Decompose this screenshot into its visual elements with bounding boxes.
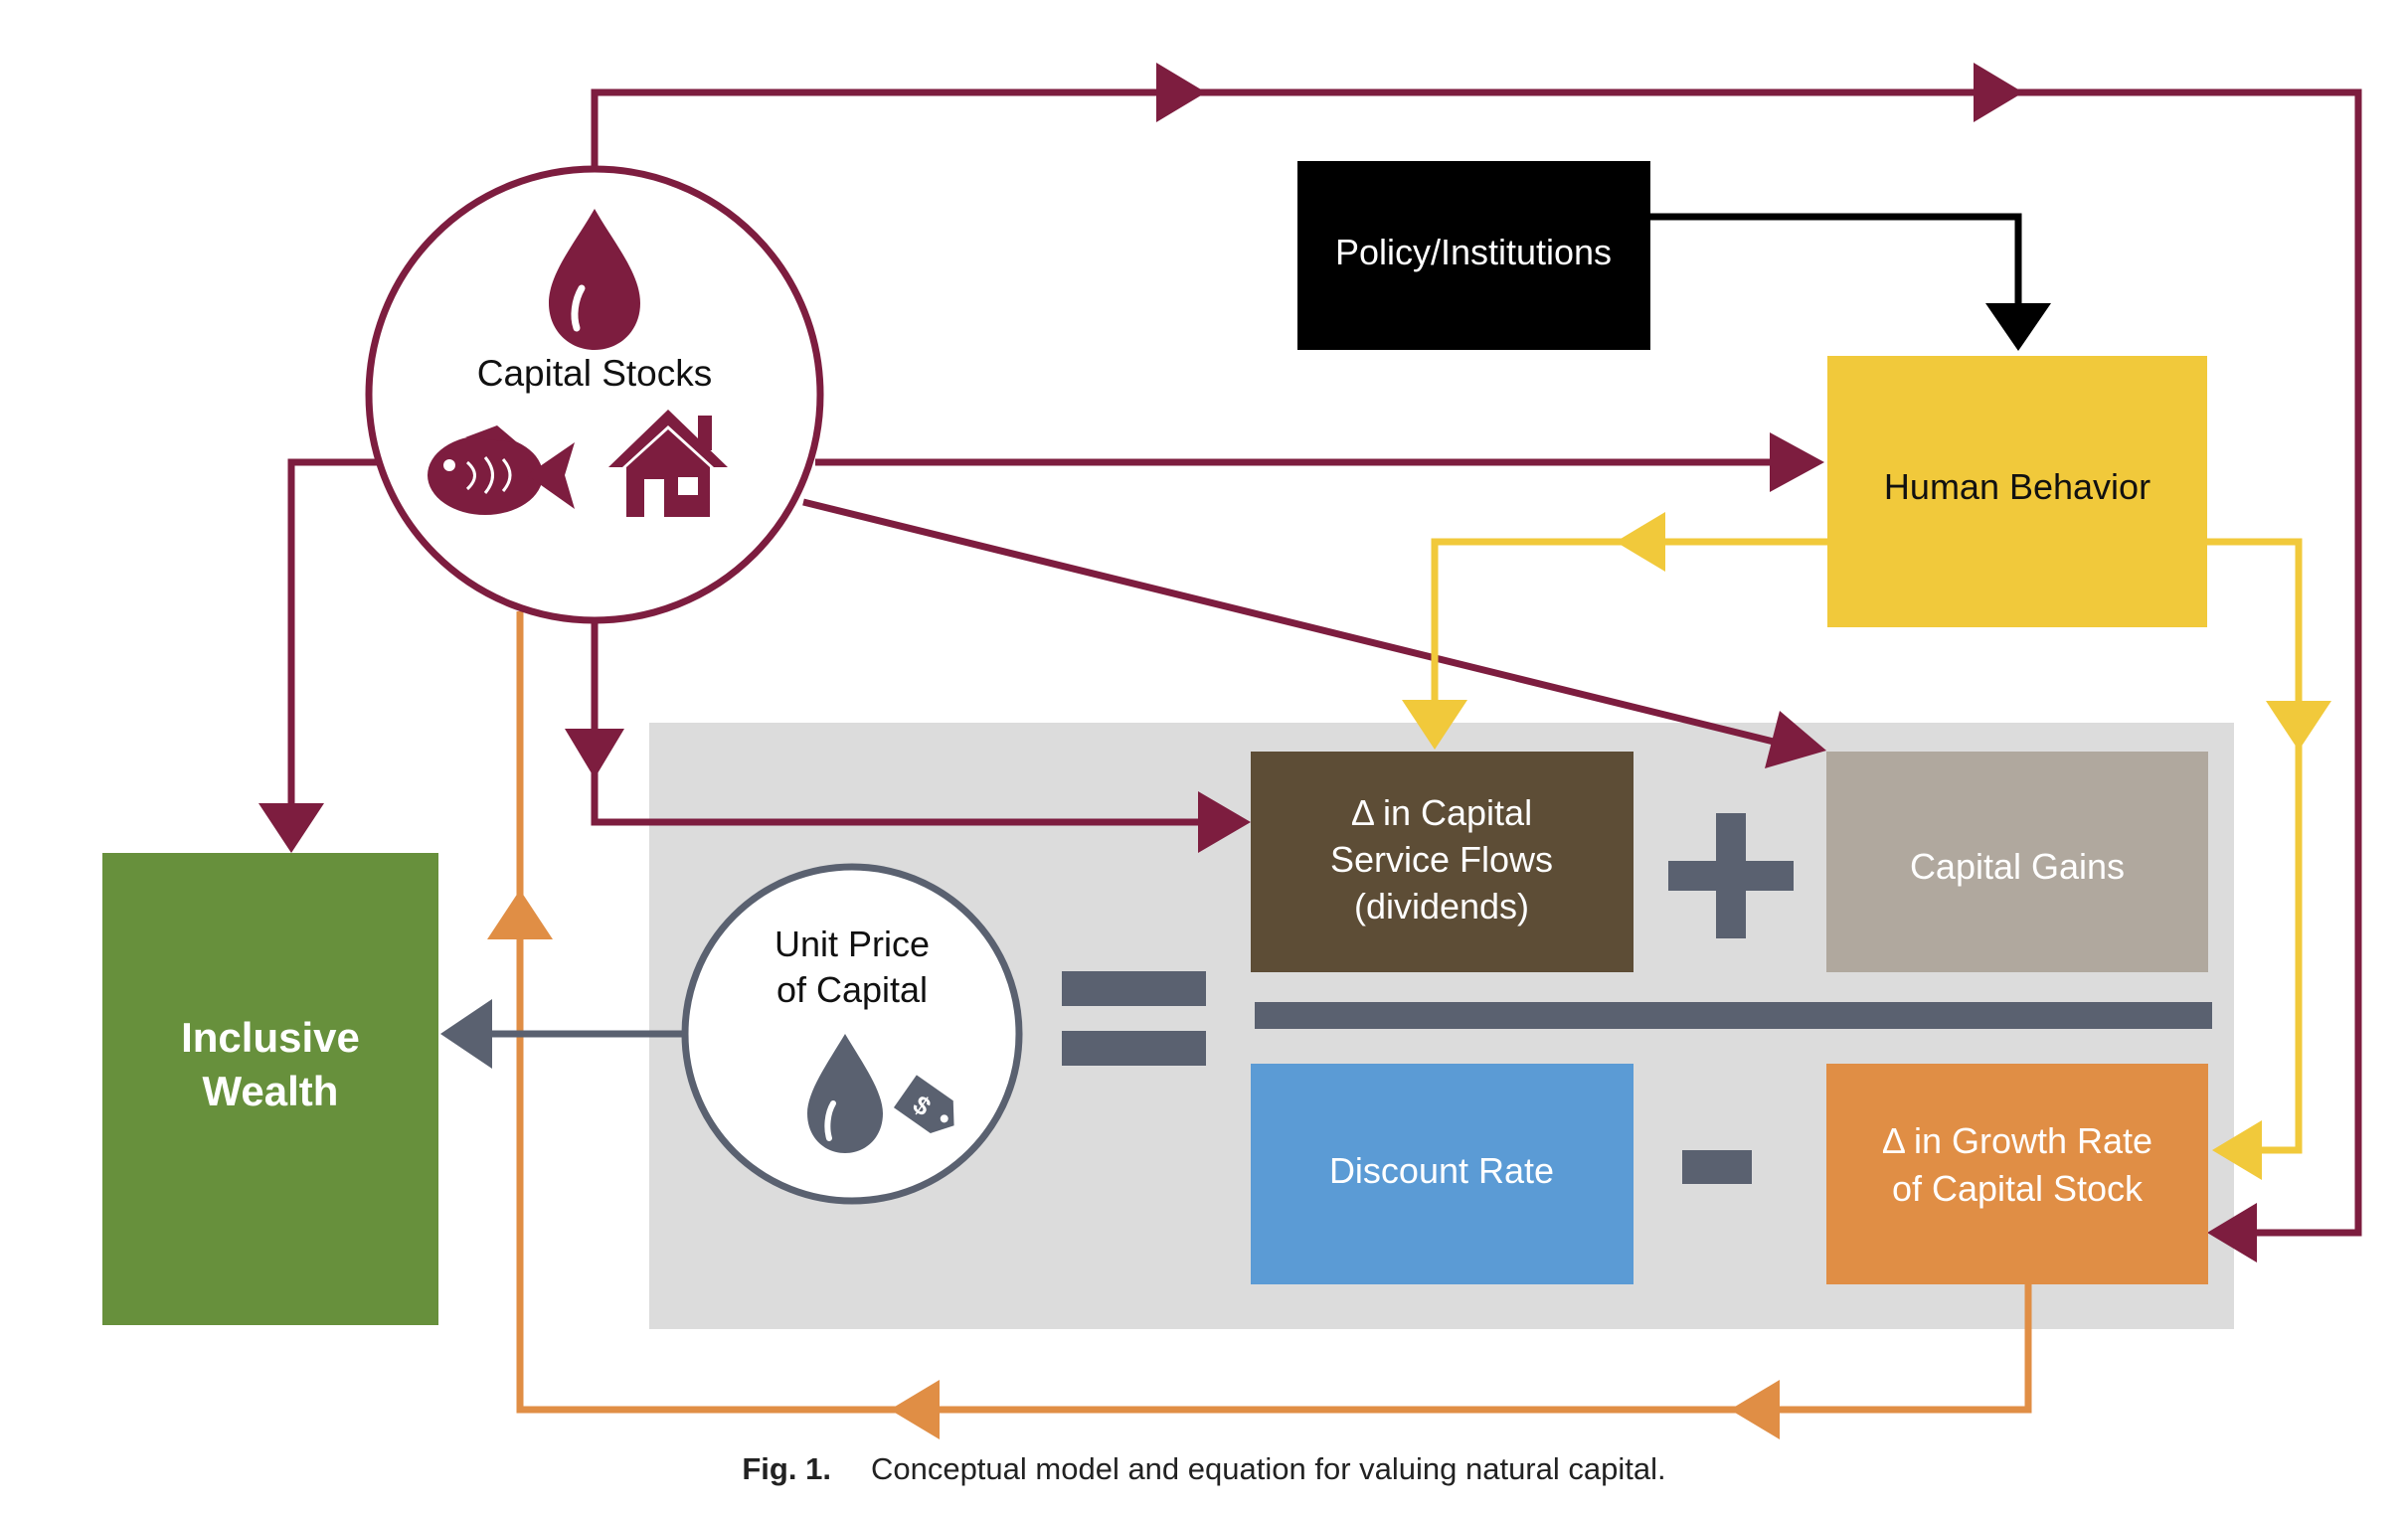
service-flows-line-2: Service Flows: [1330, 839, 1553, 880]
arrowhead-into-human-behavior: [1770, 432, 1824, 492]
drop-highlight: [824, 1100, 836, 1141]
growth-rate-line-1: Δ in Growth Rate: [1882, 1120, 2152, 1161]
service-flows-line-3: (dividends): [1354, 886, 1529, 926]
arrowhead-orange-2: [890, 1380, 940, 1439]
inclusive-wealth-line-2: Wealth: [203, 1068, 339, 1114]
drop-highlight: [571, 284, 586, 332]
arrow-policy-to-behavior: [1650, 213, 2022, 313]
fraction-bar: [1255, 1002, 2212, 1029]
discount-rate-box: [1251, 1064, 1634, 1284]
arrowhead-down-panel: [565, 729, 624, 778]
yellow-connectors: [1431, 538, 2303, 1154]
orange-arrowheads: [487, 890, 1780, 1439]
capital-stocks-node: Capital Stocks: [365, 165, 824, 624]
arrowhead-orange-1: [1730, 1380, 1780, 1439]
price-tag-icon: $: [893, 1075, 954, 1133]
arrow-to-capital-gains: [802, 498, 1791, 750]
maroon-arrowheads: [258, 63, 2257, 1262]
arrow-to-inclusive-wealth: [287, 458, 378, 810]
unit-price-node: Unit Price of Capital $: [681, 863, 1023, 1205]
arrowhead-into-growth-rate: [2207, 1203, 2257, 1262]
arrow-behavior-to-growth-rate: [2207, 538, 2303, 1154]
growth-rate-line-2: of Capital Stock: [1892, 1168, 2144, 1209]
policy-label: Policy/Institutions: [1335, 232, 1612, 272]
discount-rate-label: Discount Rate: [1329, 1150, 1554, 1191]
equals-operator: [1062, 971, 1206, 1066]
capital-stocks-label: Capital Stocks: [477, 353, 713, 394]
policy-box: [1297, 161, 1650, 350]
arrow-growth-rate-loop: [516, 611, 2032, 1414]
arrowhead-top-1: [1156, 63, 1206, 122]
yellow-arrowheads: [1402, 512, 2331, 1180]
human-behavior-label: Human Behavior: [1884, 466, 2150, 507]
capital-gains-box: [1826, 752, 2208, 972]
figure-caption: Fig. 1. Conceptual model and equation for…: [0, 1451, 2408, 1501]
arrow-to-service-flows: [591, 621, 1203, 826]
unit-price-line-1: Unit Price: [774, 924, 930, 964]
inclusive-wealth-line-1: Inclusive: [181, 1014, 360, 1061]
capital-gains-label: Capital Gains: [1910, 846, 2125, 887]
arrowhead-yellow-into-service-flows: [1402, 700, 1467, 750]
human-behavior-box: [1827, 356, 2207, 627]
growth-rate-box: [1826, 1064, 2208, 1284]
arrowhead-orange-up: [487, 890, 553, 939]
arrowhead-price-to-wealth: [440, 999, 492, 1069]
arrowhead-into-inclusive-wealth: [258, 803, 324, 853]
fish-icon: [428, 425, 575, 515]
arrowhead-yellow-into-growth-rate: [2212, 1120, 2262, 1180]
minus-operator: [1682, 1150, 1752, 1184]
caption-fig-number: Fig. 1.: [742, 1451, 831, 1486]
service-flows-line-1: Δ in Capital: [1351, 792, 1532, 833]
arrowhead-into-service-flows: [1198, 791, 1251, 853]
arrowhead-policy-to-behavior: [1985, 303, 2051, 351]
arrowhead-yellow-left: [1616, 512, 1665, 572]
inclusive-wealth-box: [102, 853, 438, 1325]
arrow-top-loop: [591, 88, 2362, 1237]
unit-price-line-2: of Capital: [776, 969, 928, 1010]
arrowhead-into-capital-gains: [1765, 711, 1826, 768]
service-flows-box: [1251, 752, 1634, 972]
house-icon: [608, 410, 728, 517]
arrow-behavior-to-service-flows: [1431, 538, 1827, 706]
maroon-connectors: [287, 88, 2362, 1237]
arrowhead-top-2: [1974, 63, 2023, 122]
plus-operator: [1668, 813, 1794, 938]
arrowhead-yellow-down: [2266, 701, 2331, 751]
caption-text: Conceptual model and equation for valuin…: [870, 1451, 1666, 1486]
